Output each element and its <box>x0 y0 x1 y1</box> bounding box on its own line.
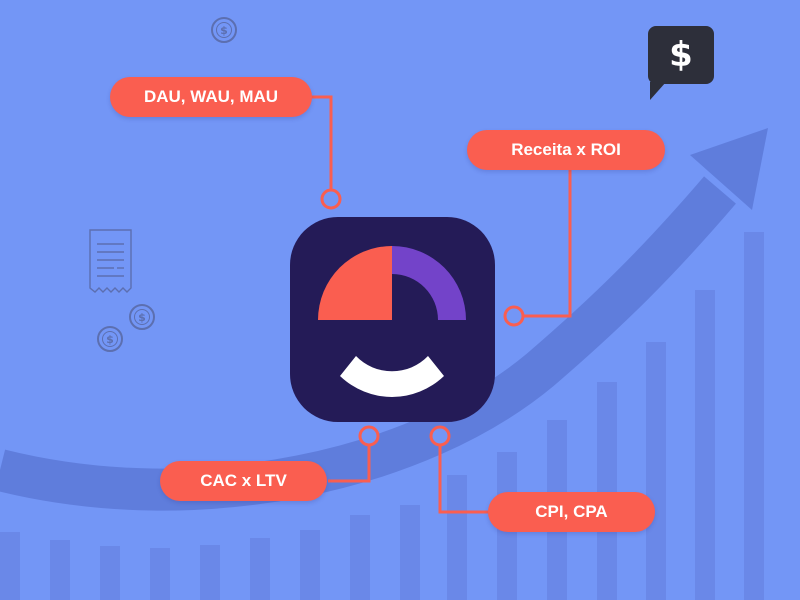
connector-bottom-left <box>328 446 371 483</box>
dollar-symbol: $ <box>669 35 693 75</box>
connector-node <box>320 188 342 210</box>
bg-bar <box>300 530 320 600</box>
bg-bar <box>350 515 370 600</box>
bg-bar <box>646 342 666 600</box>
bg-bar <box>100 546 120 600</box>
connector-top-left <box>310 95 333 190</box>
dollar-coin-icon: $ <box>97 326 123 352</box>
label-dau-wau-mau: DAU, WAU, MAU <box>110 77 312 117</box>
speech-bubble-tail <box>650 82 666 100</box>
connector-bottom-right <box>438 446 490 514</box>
bg-bar <box>50 540 70 600</box>
bg-bar <box>744 232 764 600</box>
connector-node <box>503 305 525 327</box>
bg-bar <box>0 532 20 600</box>
bg-bar <box>597 382 617 600</box>
label-cpi-cpa: CPI, CPA <box>488 492 655 532</box>
connector-node <box>429 425 451 447</box>
label-receita-roi: Receita x ROI <box>467 130 665 170</box>
bg-bar <box>400 505 420 600</box>
bg-bar <box>250 538 270 600</box>
dollar-coin-icon: $ <box>211 17 237 43</box>
bg-bar <box>447 475 467 600</box>
bg-bar <box>695 290 715 600</box>
connector-node <box>358 425 380 447</box>
connector-top-right <box>523 170 572 318</box>
dollar-coin-icon: $ <box>129 304 155 330</box>
bg-bar <box>200 545 220 600</box>
dollar-speech-bubble-icon: $ <box>648 26 714 84</box>
label-cac-ltv: CAC x LTV <box>160 461 327 501</box>
bg-bar <box>150 548 170 600</box>
